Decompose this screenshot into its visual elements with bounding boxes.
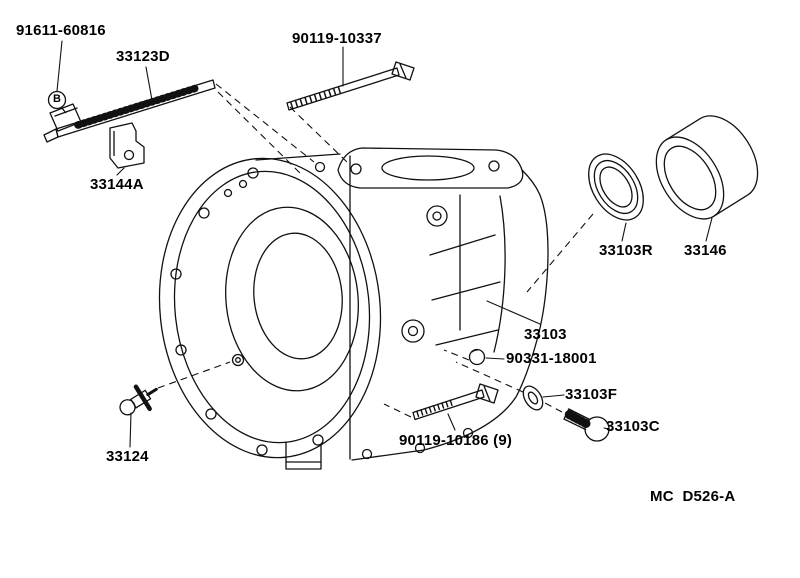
part-label-33146: 33146 [684,242,727,259]
part-label-33144a: 33144A [90,176,144,193]
bolt-90119-10186-drawing [412,383,499,421]
bushing-33146-drawing [655,115,759,220]
ball-90331-drawing [468,348,486,366]
part-label-91611-60816: 91611-60816 [16,22,106,39]
circled-b-letter: B [53,93,61,105]
part-label-33103r: 33103R [599,242,653,259]
assembly-dashed-lines [157,83,594,418]
part-33124-drawing [119,384,158,416]
leader-lines [56,40,713,448]
bolt-90119-10337-drawing [286,61,415,111]
part-label-33124: 33124 [106,448,149,465]
part-label-90119-10337: 90119-10337 [292,30,382,47]
part-label-33103: 33103 [524,326,567,343]
extension-housing-drawing [158,147,549,470]
part-label-33103c: 33103C [606,418,660,435]
shaft-33123d-drawing [43,79,216,143]
plug-33103c-drawing [563,408,610,442]
part-label-90119-10186: 90119-10186 (9) [399,432,513,449]
washer-33103f-drawing [522,385,544,411]
part-label-33123d: 33123D [116,48,170,65]
part-label-33103f: 33103F [565,386,618,403]
part-label-90331-18001: 90331-18001 [506,350,597,367]
bracket-33144a-drawing [109,122,145,169]
oil-seal-33103r-drawing [588,153,644,221]
diagram-code: MC D526-A [650,488,736,505]
